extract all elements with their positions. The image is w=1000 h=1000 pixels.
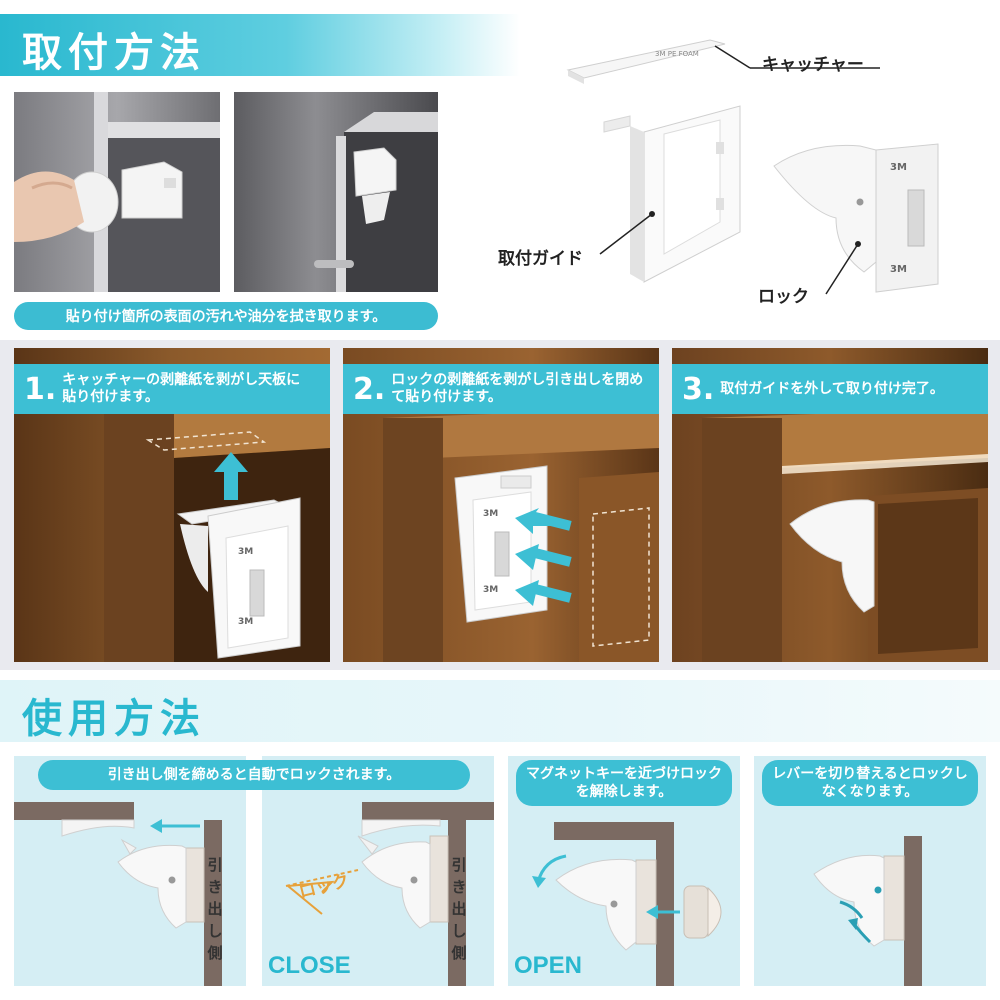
step-3-header: 3. 取付ガイドを外して取り付け完了。: [672, 364, 988, 414]
install-section: 取付方法: [0, 0, 1000, 340]
install-title-band: 取付方法: [0, 14, 520, 76]
arrow-left-icon: [646, 905, 680, 919]
parts-diagram: 3M PE FOAM 3M 3M: [566, 39, 939, 295]
step-1-panel: 3M 3M 1. キャッチャーの剥離紙を剥がし天板に貼り付けます。: [14, 348, 330, 662]
label-guide: 取付ガイド: [498, 249, 583, 269]
step-2-number: 2.: [353, 371, 386, 407]
label-lock: ロック: [758, 287, 809, 307]
svg-text:3M: 3M: [483, 509, 498, 519]
svg-text:3M: 3M: [483, 585, 498, 595]
catcher-part: 3M PE FOAM: [566, 39, 726, 84]
usage-section: 使用方法 引き出し側: [0, 670, 1000, 1000]
step-3-panel: 3. 取付ガイドを外して取り付け完了。: [672, 348, 988, 662]
arrow-left-icon: [515, 580, 572, 606]
step-2-header: 2. ロックの剥離紙を剥がし引き出しを閉めて貼り付けます。: [343, 364, 659, 414]
svg-text:3M: 3M: [890, 264, 907, 275]
svg-text:3M: 3M: [890, 162, 907, 173]
lock-leader-line: [825, 243, 859, 295]
step-2-text: ロックの剥離紙を剥がし引き出しを閉めて貼り付けます。: [391, 372, 644, 405]
step-3-text: 取付ガイドを外して取り付け完了。: [720, 380, 944, 397]
arrow-up-icon: [848, 918, 872, 944]
usage-title-band: 使用方法: [0, 680, 1000, 742]
arrow-up-icon: [214, 452, 248, 500]
label-catcher: キャッチャー: [762, 55, 864, 75]
magnet-key-icon: [683, 885, 722, 939]
svg-text:3M: 3M: [238, 617, 253, 627]
usage-panel-1: 引き出し側: [14, 756, 246, 986]
catcher-leader-line: [714, 45, 751, 69]
open-state-label: OPEN: [514, 952, 583, 979]
install-title: 取付方法: [22, 30, 206, 76]
photo-magnet-key: [14, 92, 220, 292]
guide-leader-line: [599, 213, 653, 255]
step-3-number: 3.: [682, 371, 715, 407]
caption-auto-lock: 引き出し側を締めると自動でロックされます。: [38, 760, 470, 790]
arrow-left-icon: [515, 508, 572, 534]
photo-installed-lock: [234, 92, 438, 292]
lock-part: 3M 3M: [773, 143, 939, 293]
caption-lever-disable: レバーを切り替えるとロックしなくなります。: [762, 760, 978, 806]
rotate-arrow-icon: [532, 854, 567, 888]
svg-text:3M: 3M: [238, 547, 253, 557]
install-steps-section: 3M 3M 1. キャッチャーの剥離紙を剥がし天板に貼り付けます。 3M 3M: [0, 340, 1000, 670]
drawer-side-label-1: 引き出し側: [207, 856, 223, 962]
svg-text:3M PE FOAM: 3M PE FOAM: [655, 50, 699, 58]
step-1-text: キャッチャーの剥離紙を剥がし天板に貼り付けます。: [62, 372, 301, 405]
arrow-left-icon: [515, 544, 572, 570]
install-caption: 貼り付け箇所の表面の汚れや油分を拭き取ります。: [14, 302, 438, 330]
step-1-number: 1.: [24, 371, 57, 407]
step-2-panel: 3M 3M 2. ロックの剥離紙を剥がし引き出しを閉めて貼り付けます。: [343, 348, 659, 662]
close-state-label: CLOSE: [268, 952, 351, 979]
drawer-side-label-2: 引き出し側: [451, 856, 467, 962]
guide-part: [603, 105, 741, 283]
step-1-header: 1. キャッチャーの剥離紙を剥がし天板に貼り付けます。: [14, 364, 330, 414]
rotate-arrow-icon: [839, 900, 864, 919]
arrow-left-icon: [150, 819, 200, 833]
caption-magnet-unlock: マグネットキーを近づけロックを解除します。: [516, 760, 732, 806]
usage-title: 使用方法: [22, 696, 206, 742]
usage-panel-2: ロック 引き出し側 CLOSE: [262, 756, 494, 986]
